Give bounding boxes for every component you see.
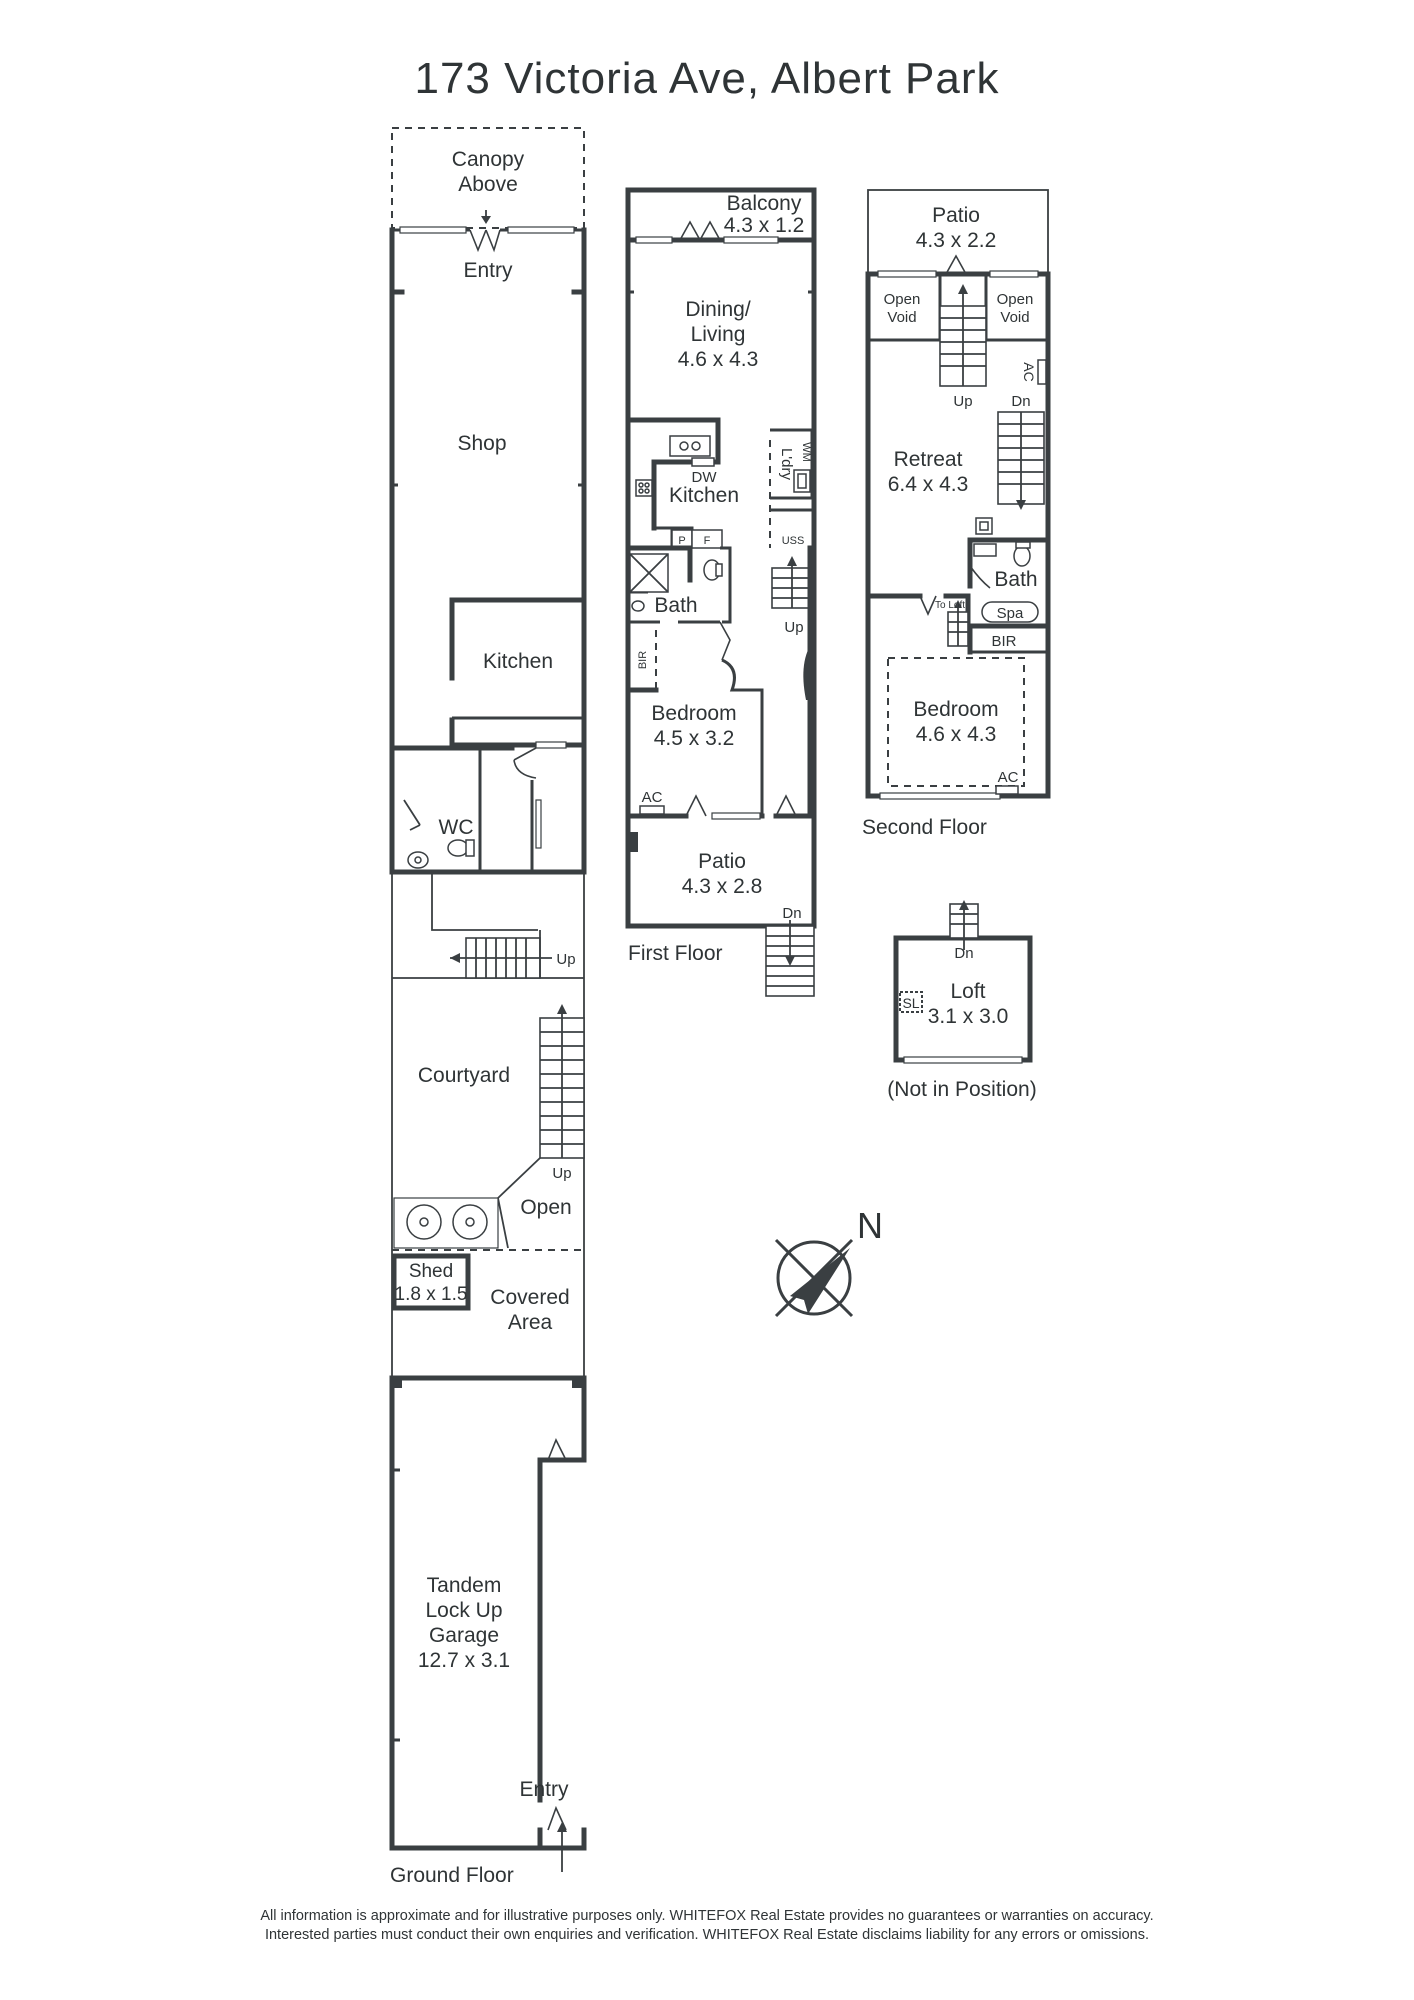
ground-floor: Canopy Above Entry Shop Kitchen WC Up Co… <box>389 127 587 1887</box>
open-label: Open <box>520 1196 571 1219</box>
first-dn-label: Dn <box>782 905 801 922</box>
shed-label: Shed <box>409 1261 453 1282</box>
ldry-label: L'dry <box>778 448 795 481</box>
cooktop-icon <box>635 479 653 497</box>
second-patio-label: Patio <box>932 204 980 227</box>
up-label-1: Up <box>556 951 575 968</box>
entry-top-label: Entry <box>463 259 513 282</box>
garage-label-1: Tandem <box>427 1574 502 1597</box>
ground-kitchen-label: Kitchen <box>483 650 553 673</box>
spa-label: Spa <box>997 605 1024 622</box>
retreat-dims: 6.4 x 4.3 <box>888 473 969 496</box>
shop-shell <box>389 227 587 875</box>
garage-dims: 12.7 x 3.1 <box>418 1649 510 1672</box>
f-label: F <box>704 535 711 547</box>
second-dn-label: Dn <box>1011 393 1030 410</box>
stairs-up-horizontal <box>450 937 552 979</box>
second-bath-label: Bath <box>994 568 1037 591</box>
retreat-label: Retreat <box>894 448 963 471</box>
first-patio-label: Patio <box>698 850 746 873</box>
canopy-outline <box>391 127 585 229</box>
void-right-label-2: Void <box>1000 309 1029 326</box>
first-kitchen-label: Kitchen <box>669 484 739 507</box>
shed-dims: 1.8 x 1.5 <box>395 1284 468 1305</box>
canopy-label: Canopy <box>452 148 525 171</box>
first-bedroom-label: Bedroom <box>651 702 736 725</box>
loft-note: (Not in Position) <box>887 1078 1036 1101</box>
ground-floor-label: Ground Floor <box>390 1864 514 1887</box>
north-arrow-icon: N <box>774 1205 883 1318</box>
loft: Dn SL Loft 3.1 x 3.0 (Not in Position) <box>887 900 1037 1101</box>
first-ac-label: AC <box>642 789 663 806</box>
courtyard-label: Courtyard <box>418 1064 510 1087</box>
second-floor-shell <box>865 271 1051 799</box>
entry-door <box>469 229 501 253</box>
first-bir-label: BIR <box>637 651 649 669</box>
second-ac-bottom: AC <box>998 769 1019 786</box>
second-patio-dims: 4.3 x 2.2 <box>916 229 997 252</box>
dining-label-2: Living <box>691 323 746 346</box>
garage-label-3: Garage <box>429 1624 499 1647</box>
second-bir-label: BIR <box>991 633 1016 650</box>
dining-dims: 4.6 x 4.3 <box>678 348 759 371</box>
garage-label-2: Lock Up <box>425 1599 502 1622</box>
balcony-label: Balcony <box>727 192 802 215</box>
first-bath-label: Bath <box>654 594 697 617</box>
stairs-up-vertical <box>539 1004 585 1159</box>
second-bedroom-label: Bedroom <box>913 698 998 721</box>
second-ac-top: AC <box>1021 362 1037 381</box>
loft-sl-label: SL <box>902 995 919 1011</box>
covered-label: Covered <box>490 1286 569 1309</box>
dw-label: DW <box>692 469 718 486</box>
covered-label-2: Area <box>508 1311 553 1334</box>
first-patio-dims: 4.3 x 2.8 <box>682 875 763 898</box>
void-left-label: Open <box>884 291 921 308</box>
second-floor: Patio 4.3 x 2.2 Open Void Open Void Up D… <box>862 189 1051 839</box>
wc-label: WC <box>439 816 474 839</box>
plant-icon <box>406 1204 488 1240</box>
canopy-label-2: Above <box>458 173 518 196</box>
p-label: P <box>678 535 685 547</box>
disclaimer-line-2: Interested parties must conduct their ow… <box>265 1927 1149 1943</box>
first-bedroom-dims: 4.5 x 3.2 <box>654 727 735 750</box>
second-up-label: Up <box>953 393 972 410</box>
second-bedroom-dims: 4.6 x 4.3 <box>916 723 997 746</box>
void-left-label-2: Void <box>887 309 916 326</box>
shop-label: Shop <box>457 432 506 455</box>
loft-dn-label: Dn <box>954 945 973 962</box>
first-up-label: Up <box>784 619 803 636</box>
first-floor-label: First Floor <box>628 942 723 965</box>
wm-label: WM <box>800 442 812 462</box>
page-title: 173 Victoria Ave, Albert Park <box>414 54 999 103</box>
to-loft-label: To Loft <box>935 600 965 611</box>
balcony-dims: 4.3 x 1.2 <box>724 214 805 237</box>
dining-label: Dining/ <box>685 298 751 321</box>
north-label: N <box>857 1205 883 1246</box>
second-floor-label: Second Floor <box>862 816 987 839</box>
shed <box>391 1253 471 1311</box>
up-label-2: Up <box>552 1165 571 1182</box>
first-floor: Balcony 4.3 x 1.2 Dining/ Living 4.6 x 4… <box>625 187 817 997</box>
void-right-label: Open <box>997 291 1034 308</box>
loft-label: Loft <box>950 980 985 1003</box>
entry-bottom-label: Entry <box>519 1778 569 1801</box>
uss-label: USS <box>782 535 805 547</box>
loft-dims: 3.1 x 3.0 <box>928 1005 1009 1028</box>
disclaimer-line-1: All information is approximate and for i… <box>260 1908 1153 1924</box>
